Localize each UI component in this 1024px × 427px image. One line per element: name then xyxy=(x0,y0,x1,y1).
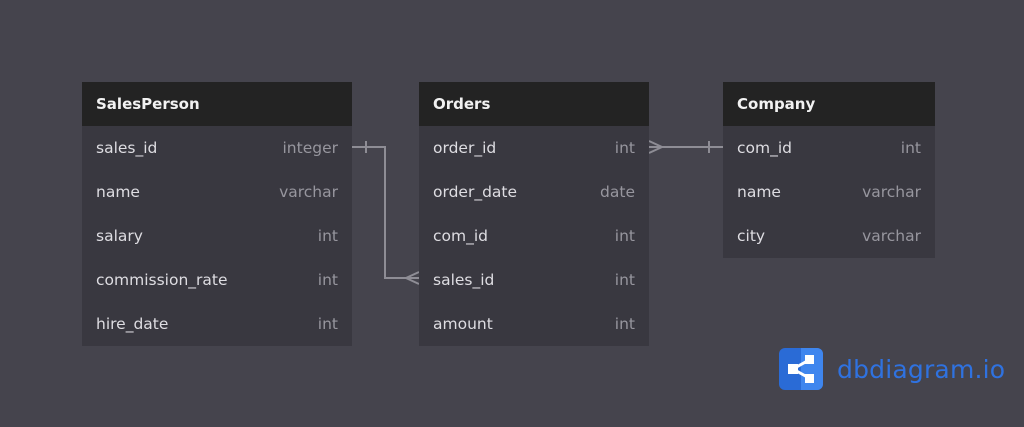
table-header[interactable]: Company xyxy=(723,82,935,126)
field-name: city xyxy=(737,227,766,245)
field-type: int xyxy=(614,227,635,245)
field-row[interactable]: commission_rate int xyxy=(82,258,352,302)
field-type: int xyxy=(614,271,635,289)
field-name: order_id xyxy=(433,139,497,157)
field-row[interactable]: name varchar xyxy=(82,170,352,214)
field-row[interactable]: order_id int xyxy=(419,126,649,170)
table-header[interactable]: Orders xyxy=(419,82,649,126)
field-name: commission_rate xyxy=(96,271,228,289)
share-nodes-icon xyxy=(779,348,823,390)
field-name: name xyxy=(737,183,781,201)
table-header[interactable]: SalesPerson xyxy=(82,82,352,126)
field-row[interactable]: com_id int xyxy=(723,126,935,170)
field-name: sales_id xyxy=(433,271,495,289)
field-row[interactable]: city varchar xyxy=(723,214,935,258)
field-row[interactable]: hire_date int xyxy=(82,302,352,346)
field-type: varchar xyxy=(279,183,338,201)
field-name: sales_id xyxy=(96,139,158,157)
field-row[interactable]: amount int xyxy=(419,302,649,346)
field-type: int xyxy=(614,139,635,157)
field-name: com_id xyxy=(433,227,488,245)
field-name: order_date xyxy=(433,183,518,201)
field-type: varchar xyxy=(862,183,921,201)
field-type: int xyxy=(900,139,921,157)
dbdiagram-logo: dbdiagram.io xyxy=(779,348,1005,390)
field-row[interactable]: sales_id int xyxy=(419,258,649,302)
field-row[interactable]: salary int xyxy=(82,214,352,258)
field-type: varchar xyxy=(862,227,921,245)
field-type: int xyxy=(317,271,338,289)
field-row[interactable]: com_id int xyxy=(419,214,649,258)
field-name: com_id xyxy=(737,139,792,157)
field-type: int xyxy=(317,227,338,245)
relationship-salesperson-orders xyxy=(352,146,419,279)
field-type: int xyxy=(317,315,338,333)
field-row[interactable]: sales_id integer xyxy=(82,126,352,170)
field-name: salary xyxy=(96,227,143,245)
field-type: date xyxy=(600,183,635,201)
brand-label: dbdiagram.io xyxy=(837,354,1006,384)
field-row[interactable]: name varchar xyxy=(723,170,935,214)
field-type: int xyxy=(614,315,635,333)
field-type: integer xyxy=(282,139,339,157)
field-name: name xyxy=(96,183,140,201)
field-name: hire_date xyxy=(96,315,169,333)
field-row[interactable]: order_date date xyxy=(419,170,649,214)
table-company[interactable]: Company com_id int name varchar city varcha… xyxy=(723,82,935,258)
field-name: amount xyxy=(433,315,493,333)
